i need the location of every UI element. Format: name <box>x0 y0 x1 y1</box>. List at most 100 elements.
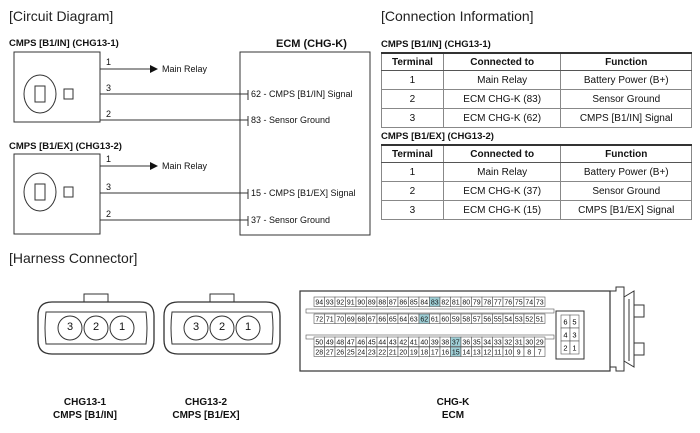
ecm-pin-number: 34 <box>483 340 491 347</box>
chg13-1-pin-label: 1 <box>118 321 126 333</box>
ecm-pin-number: 14 <box>462 350 470 357</box>
table-cell: 2 <box>381 181 444 201</box>
ecm-pin-number: 7 <box>538 350 542 357</box>
ecm-connector-caption: CHG-K ECM <box>418 396 488 422</box>
ecm-pin-number: 31 <box>515 340 523 347</box>
connection-table-1: Terminal Connected to Function 1 Main Re… <box>381 52 692 128</box>
table-cell: ECM CHG-K (15) <box>442 200 562 220</box>
table-cell: Sensor Ground <box>560 89 692 109</box>
table-header-function: Function <box>560 144 692 163</box>
ecm-title: ECM (CHG-K) <box>276 38 347 50</box>
ecm-pin-number: 45 <box>368 340 376 347</box>
sensor-2-signal-pin-label: 15 - CMPS [B1/EX] Signal <box>251 188 356 198</box>
ecm-small-pin-cell <box>569 340 580 355</box>
table-row: 3 ECM CHG-K (15) CMPS [B1/EX] Signal <box>381 200 692 220</box>
ecm-pin-number: 75 <box>515 300 523 307</box>
ecm-pin-number: 44 <box>378 340 386 347</box>
table-cell: Main Relay <box>442 162 562 182</box>
ecm-pin-number: 90 <box>357 300 365 307</box>
ecm-box <box>239 51 371 236</box>
ecm-pin-number: 65 <box>389 317 397 324</box>
ecm-pin-number: 18 <box>420 350 428 357</box>
table-cell: ECM CHG-K (83) <box>442 89 562 109</box>
connector-2-caption: CHG13-2 CMPS [B1/EX] <box>156 396 256 422</box>
connector-chg13-1-drawing <box>37 293 155 355</box>
ecm-pin-number: 76 <box>504 300 512 307</box>
ecm-pin-number: 63 <box>410 317 418 324</box>
sensor-2-relay-label: Main Relay <box>162 161 208 171</box>
ecm-pin-number: 37 <box>452 340 460 347</box>
ecm-pin-number: 21 <box>389 350 397 357</box>
ecm-pin-number: 87 <box>389 300 397 307</box>
ecm-pin-number: 33 <box>494 340 502 347</box>
table-cell: CMPS [B1/IN] Signal <box>560 108 692 128</box>
table-row: 3 ECM CHG-K (62) CMPS [B1/IN] Signal <box>381 108 692 128</box>
table-row: 1 Main Relay Battery Power (B+) <box>381 70 692 90</box>
ecm-pin-number: 53 <box>515 317 523 324</box>
ecm-pin-number: 41 <box>410 340 418 347</box>
ecm-pin-number: 29 <box>536 340 544 347</box>
ecm-pin-number: 62 <box>420 317 428 324</box>
ecm-pin-number: 56 <box>483 317 491 324</box>
ecm-pin-number: 27 <box>326 350 334 357</box>
ecm-pin-number: 67 <box>368 317 376 324</box>
ecm-pin-number: 35 <box>473 340 481 347</box>
table-header-function: Function <box>560 52 692 71</box>
ecm-pin-number: 13 <box>473 350 481 357</box>
sensor-2-pin2-label: 2 <box>106 209 112 219</box>
ecm-pin-number: 28 <box>315 350 323 357</box>
ecm-pin-number: 64 <box>399 317 407 324</box>
circuit-diagram-heading: [Circuit Diagram] <box>9 8 114 24</box>
ecm-pin-number: 61 <box>431 317 439 324</box>
ecm-pin-number: 79 <box>473 300 481 307</box>
ecm-pin-number: 48 <box>336 340 344 347</box>
ecm-pin-number: 69 <box>347 317 355 324</box>
table-header-terminal: Terminal <box>381 52 444 71</box>
sensor-1-signal-pin-label: 62 - CMPS [B1/IN] Signal <box>251 89 353 99</box>
ecm-small-pin-number: 4 <box>563 331 567 340</box>
ecm-small-pin-number: 3 <box>572 331 576 340</box>
sensor-1-pin1-label: 1 <box>106 57 112 67</box>
ecm-pin-number: 85 <box>410 300 418 307</box>
ecm-pin-number: 8 <box>527 350 531 357</box>
sensor-1-pin2-label: 2 <box>106 109 112 119</box>
sensor-1-relay-label: Main Relay <box>162 64 208 74</box>
table-cell: 3 <box>381 108 444 128</box>
ecm-pin-number: 51 <box>536 317 544 324</box>
ecm-connector-id: CHG-K <box>436 397 470 408</box>
table-cell: Battery Power (B+) <box>560 70 692 90</box>
sensor-2-symbol <box>13 153 101 235</box>
ecm-pin-number: 84 <box>420 300 428 307</box>
ecm-pin-number: 10 <box>504 350 512 357</box>
ecm-pin-number: 39 <box>431 340 439 347</box>
ecm-pin-number: 15 <box>452 350 460 357</box>
ecm-pin-number: 47 <box>347 340 355 347</box>
connection-table-2: Terminal Connected to Function 1 Main Re… <box>381 144 692 220</box>
chg13-1-pin-label: 2 <box>92 321 100 333</box>
table-row: 2 ECM CHG-K (37) Sensor Ground <box>381 181 692 201</box>
connector-2-id: CHG13-2 <box>184 397 228 408</box>
connector-chg13-2-drawing <box>163 293 281 355</box>
ecm-pin-number: 42 <box>399 340 407 347</box>
sensor-2-title: CMPS [B1/EX] (CHG13-2) <box>9 141 122 152</box>
ecm-pin-number: 68 <box>357 317 365 324</box>
connector-2-name: CMPS [B1/EX] <box>172 410 240 421</box>
ecm-pin-number: 81 <box>452 300 460 307</box>
table-header-terminal: Terminal <box>381 144 444 163</box>
ecm-pin-number: 77 <box>494 300 502 307</box>
table-1-title: CMPS [B1/IN] (CHG13-1) <box>381 39 491 50</box>
ecm-pin-number: 30 <box>525 340 533 347</box>
ecm-small-pin-number: 5 <box>572 318 576 327</box>
table-cell: CMPS [B1/EX] Signal <box>560 200 692 220</box>
ecm-pin-number: 71 <box>326 317 334 324</box>
table-cell: ECM CHG-K (62) <box>442 108 562 128</box>
table-header-connected: Connected to <box>442 144 562 163</box>
ecm-pin-number: 59 <box>452 317 460 324</box>
table-row: 2 ECM CHG-K (83) Sensor Ground <box>381 89 692 109</box>
sensor-2-ground-pin-label: 37 - Sensor Ground <box>251 215 331 225</box>
sensor-1-symbol <box>13 51 101 123</box>
ecm-pin-number: 36 <box>462 340 470 347</box>
sensor-1-wires <box>100 65 249 126</box>
